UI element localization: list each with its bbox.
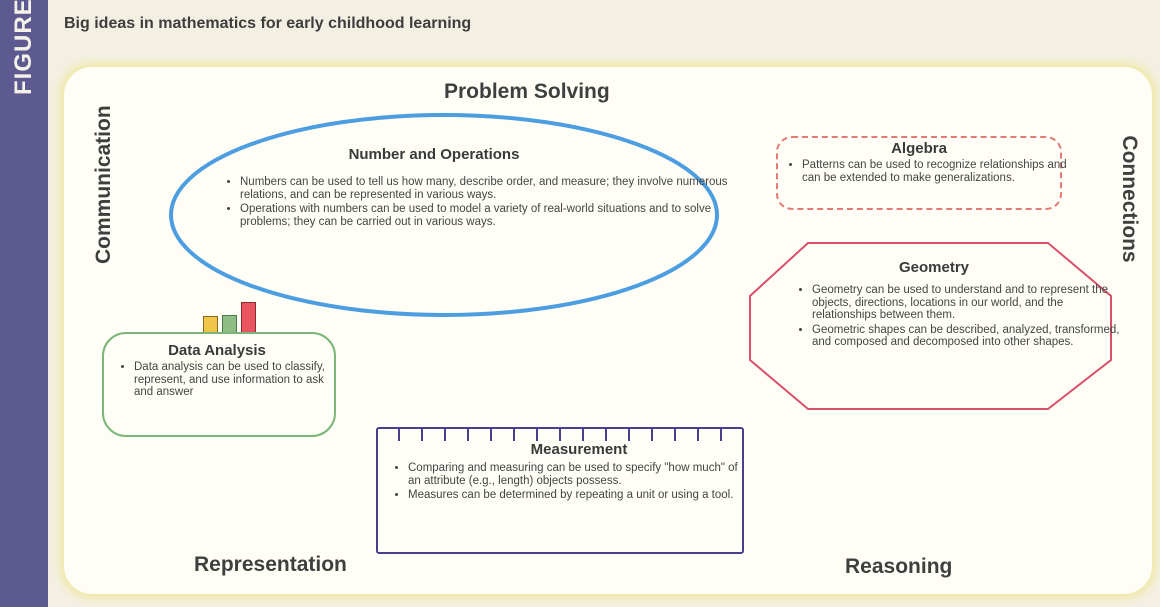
algebra-list: Patterns can be used to recognize relati… [784, 159, 1072, 186]
ruler-tick [720, 429, 722, 441]
measurement-ruler-box [376, 427, 744, 554]
figure-title: Big ideas in mathematics for early child… [64, 15, 472, 32]
ruler-tick [628, 429, 630, 441]
bar-red [241, 302, 256, 333]
bar-green [222, 315, 237, 333]
bar-chart-icon [203, 302, 256, 333]
algebra-bullet-1: Patterns can be used to recognize relati… [802, 159, 1072, 184]
ruler-tick [467, 429, 469, 441]
number-operations-ellipse [169, 113, 719, 317]
measurement-title: Measurement [530, 441, 628, 458]
measurement-bullet-1: Comparing and measuring can be used to s… [408, 462, 748, 487]
algebra-title: Algebra [891, 140, 947, 157]
number-operations-bullet-2: Operations with numbers can be used to m… [240, 203, 730, 228]
ruler-tick [444, 429, 446, 441]
geometry-title: Geometry [898, 259, 970, 276]
geometry-bullet-2: Geometric shapes can be described, analy… [812, 324, 1122, 349]
diagram-canvas: Problem Solving Communication Connection… [64, 67, 1152, 594]
process-connections: Connections [1118, 135, 1141, 263]
geometry-bullet-1: Geometry can be used to understand and t… [812, 284, 1122, 322]
process-representation: Representation [194, 553, 347, 576]
ruler-tick [697, 429, 699, 441]
ruler-tick [398, 429, 400, 441]
data-analysis-bullet-1: Data analysis can be used to classify, r… [134, 361, 342, 399]
ruler-tick [605, 429, 607, 441]
ruler-tick [536, 429, 538, 441]
geometry-list: Geometry can be used to understand and t… [794, 284, 1122, 351]
ruler-tick [582, 429, 584, 441]
ruler-tick [651, 429, 653, 441]
ruler-tick [559, 429, 561, 441]
measurement-list: Comparing and measuring can be used to s… [390, 462, 748, 504]
number-operations-bullet-1: Numbers can be used to tell us how many,… [240, 176, 730, 201]
process-reasoning: Reasoning [845, 555, 953, 578]
number-operations-title: Number and Operations [348, 146, 520, 163]
ruler-tick [490, 429, 492, 441]
number-operations-list: Numbers can be used to tell us how many,… [222, 176, 730, 230]
ruler-tick [674, 429, 676, 441]
measurement-bullet-2: Measures can be determined by repeating … [408, 489, 748, 502]
geometry-octagon [749, 242, 1112, 410]
bar-yellow [203, 316, 218, 333]
ruler-tick [513, 429, 515, 441]
figure-band: FIGURE 1 [0, 0, 48, 607]
ruler-tick [421, 429, 423, 441]
data-analysis-list: Data analysis can be used to classify, r… [116, 361, 342, 401]
process-communication: Communication [92, 105, 115, 264]
process-problem-solving: Problem Solving [444, 80, 610, 103]
data-analysis-box [102, 332, 336, 437]
algebra-box [776, 136, 1062, 210]
figure-label: FIGURE 1 [10, 0, 37, 95]
data-analysis-title: Data Analysis [168, 342, 266, 359]
